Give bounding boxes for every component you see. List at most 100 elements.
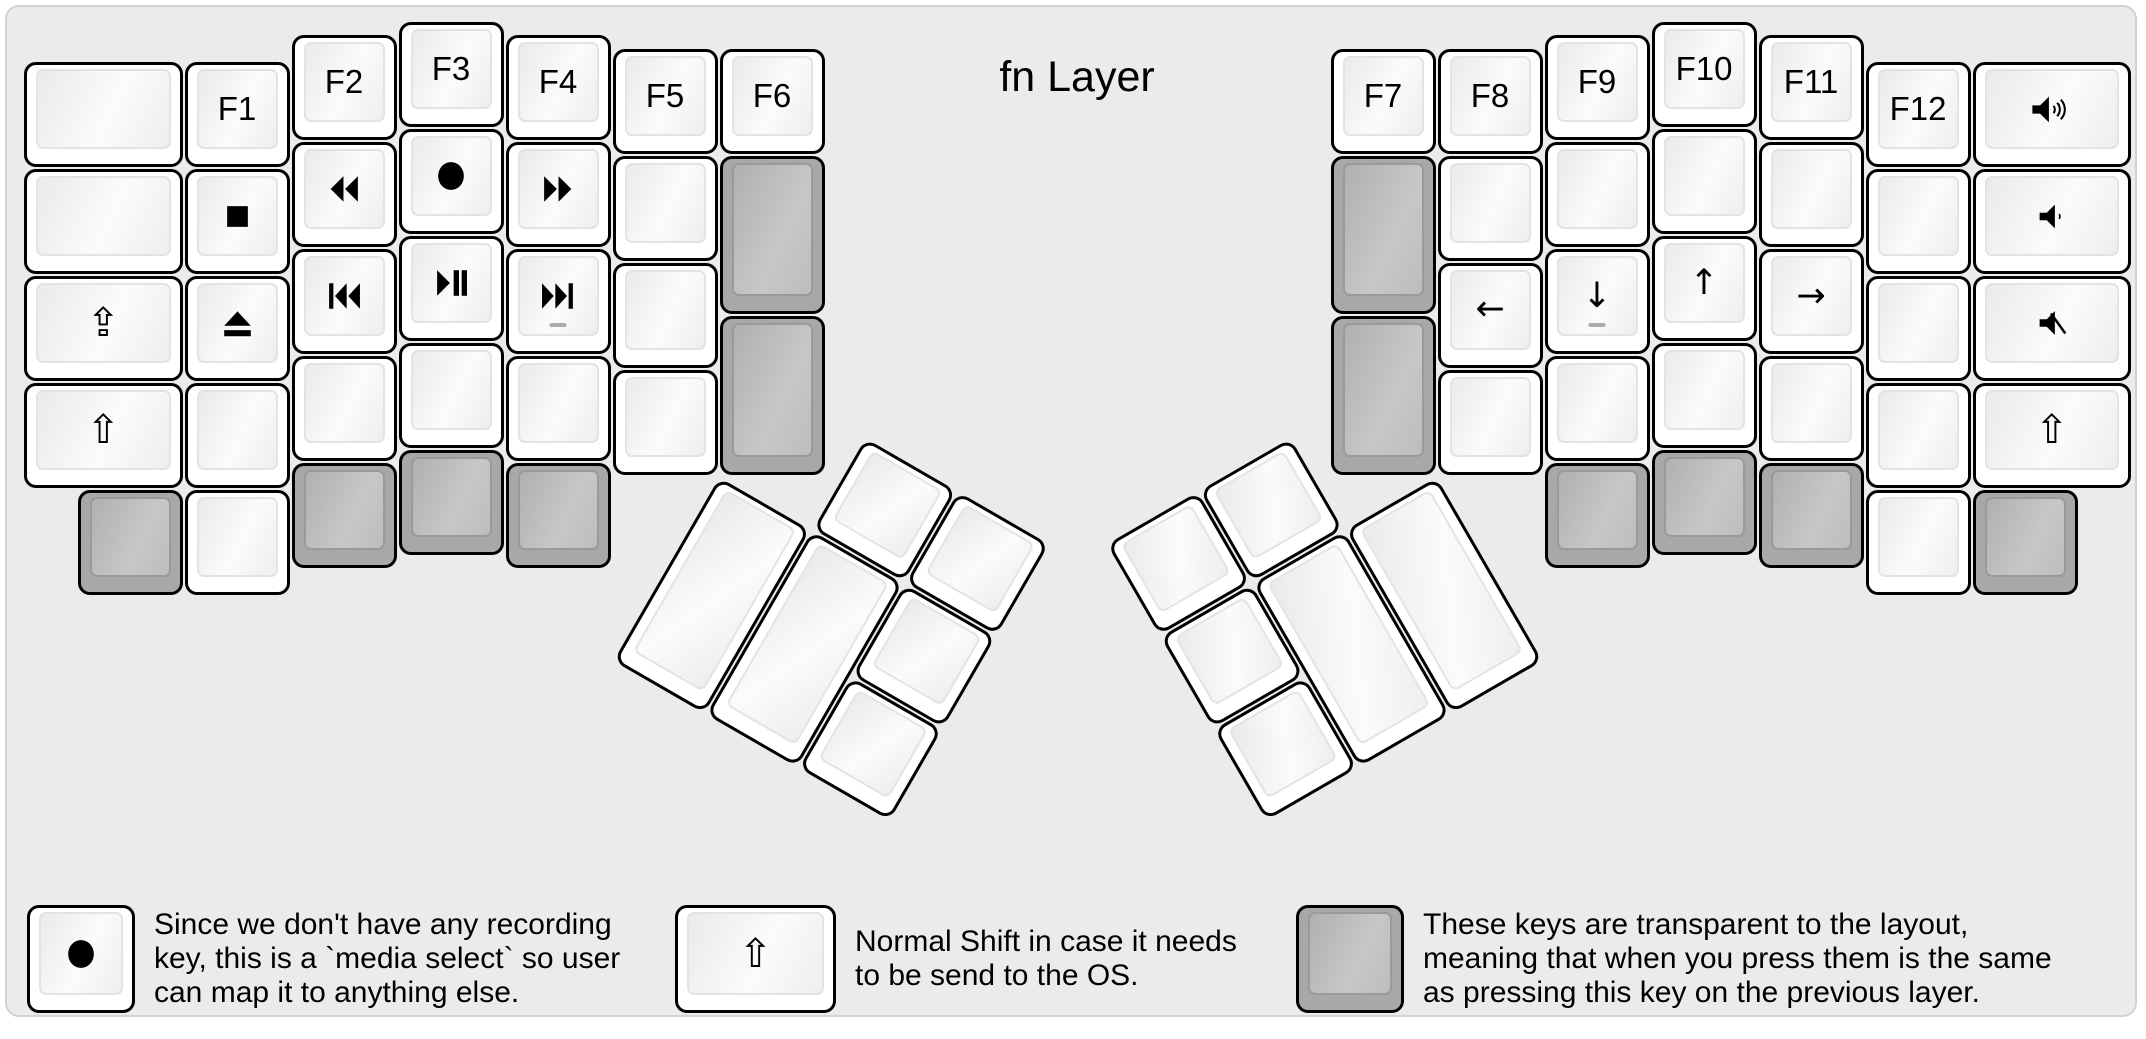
key-prev-track[interactable] xyxy=(291,249,397,355)
key-f3[interactable]: F3 xyxy=(398,22,504,127)
key-transparent[interactable] xyxy=(1330,155,1436,315)
keycap-face xyxy=(1877,390,1959,471)
key-f1[interactable]: F1 xyxy=(184,62,290,168)
key-eject[interactable] xyxy=(184,276,290,382)
key-shift-right[interactable]: ⇧ xyxy=(1972,383,2131,489)
legend-key-slot xyxy=(27,905,135,1013)
keycap-face xyxy=(1770,470,1852,551)
keycap-face xyxy=(1342,162,1424,297)
keycap-face xyxy=(1556,149,1638,230)
key-transparent[interactable] xyxy=(1651,450,1757,555)
keycap-face xyxy=(410,457,492,537)
key-blank[interactable] xyxy=(1651,343,1757,448)
key-blank[interactable] xyxy=(24,62,183,168)
legend-key-slot xyxy=(1296,905,1404,1013)
key-fast-forward[interactable] xyxy=(505,142,611,248)
key-blank[interactable] xyxy=(1865,276,1971,382)
key-blank[interactable] xyxy=(291,356,397,462)
key-arrow-left[interactable]: ← xyxy=(1437,262,1543,368)
key-blank[interactable] xyxy=(612,155,718,261)
key-f7[interactable]: F7 xyxy=(1330,48,1436,154)
keycap-face xyxy=(303,149,385,230)
key-f8[interactable]: F8 xyxy=(1437,48,1543,154)
key-transparent[interactable] xyxy=(1330,316,1436,475)
keyboard-layout-board: fn Layer Since we don't have any recordi… xyxy=(5,5,2137,1017)
key-blank[interactable] xyxy=(1865,169,1971,275)
keycap-face xyxy=(196,176,278,257)
keycap-face xyxy=(517,149,599,230)
key-label: F1 xyxy=(217,90,257,128)
key-transparent[interactable] xyxy=(505,463,611,569)
keycap-face xyxy=(1663,136,1745,216)
key-blank[interactable] xyxy=(184,490,290,596)
key-f5[interactable]: F5 xyxy=(612,48,718,154)
key-f11[interactable]: F11 xyxy=(1758,35,1864,141)
key-blank[interactable] xyxy=(1758,142,1864,248)
key-transparent[interactable] xyxy=(398,450,504,555)
keycap-face xyxy=(1984,176,2119,257)
key-transparent[interactable] xyxy=(1758,463,1864,569)
key-symbol: ⇧ xyxy=(2034,407,2069,454)
key-blank[interactable] xyxy=(1437,369,1543,475)
homing-bar-indicator xyxy=(1588,323,1606,328)
key-caps-lock[interactable]: ⇪ xyxy=(24,276,183,382)
key-blank[interactable] xyxy=(1437,155,1543,261)
key-volume-down[interactable] xyxy=(1972,169,2131,275)
key-f10[interactable]: F10 xyxy=(1651,22,1757,127)
key-transparent[interactable] xyxy=(1544,463,1650,569)
key-symbol: ↓ xyxy=(1582,275,1612,316)
key-arrow-up[interactable]: ↑ xyxy=(1651,236,1757,341)
key-next-track[interactable] xyxy=(505,249,611,355)
key-transparent[interactable] xyxy=(77,490,183,596)
key-blank[interactable] xyxy=(612,262,718,368)
key-transparent[interactable] xyxy=(719,155,825,315)
key-blank[interactable] xyxy=(184,383,290,489)
keycap-face xyxy=(731,162,813,297)
keycap-face xyxy=(36,69,171,150)
key-blank[interactable] xyxy=(505,356,611,462)
key-blank[interactable] xyxy=(1544,142,1650,248)
key-f9[interactable]: F9 xyxy=(1544,35,1650,141)
keycap-face xyxy=(831,450,943,560)
fast-forward-icon xyxy=(542,175,574,203)
key-blank[interactable] xyxy=(1758,356,1864,462)
key-volume-up[interactable] xyxy=(1972,62,2131,168)
key-blank[interactable] xyxy=(24,169,183,275)
key-f2[interactable]: F2 xyxy=(291,35,397,141)
key-media-select[interactable] xyxy=(398,129,504,234)
key-play-pause[interactable] xyxy=(398,236,504,341)
keycap-face xyxy=(1877,497,1959,578)
key-rewind[interactable] xyxy=(291,142,397,248)
key-label: F10 xyxy=(1675,50,1733,87)
record-icon xyxy=(66,939,96,969)
keycap-face xyxy=(1663,350,1745,430)
key-blank[interactable] xyxy=(398,343,504,448)
keycap-face xyxy=(410,350,492,430)
next-track-icon xyxy=(541,282,575,310)
key-mute[interactable] xyxy=(1972,276,2131,382)
key-arrow-down[interactable]: ↓ xyxy=(1544,249,1650,355)
legend-item-normal-shift: ⇧ Normal Shift in case it needs to be se… xyxy=(675,879,1237,1039)
keycap-face xyxy=(1984,497,2066,578)
key-f6[interactable]: F6 xyxy=(719,48,825,154)
key-blank[interactable] xyxy=(1651,129,1757,234)
key-label: F3 xyxy=(431,50,471,87)
key-blank[interactable] xyxy=(1865,490,1971,596)
key-transparent[interactable] xyxy=(291,463,397,569)
keycap-face xyxy=(196,497,278,578)
key-blank[interactable] xyxy=(1865,383,1971,489)
keycap-face xyxy=(1984,283,2119,364)
key-shift-left[interactable]: ⇧ xyxy=(24,383,183,489)
key-transparent[interactable] xyxy=(1972,490,2078,596)
key-blank[interactable] xyxy=(1544,356,1650,462)
key-arrow-right[interactable]: → xyxy=(1758,249,1864,355)
key-blank[interactable] xyxy=(612,369,718,475)
key-label: F4 xyxy=(538,63,578,101)
key-transparent[interactable] xyxy=(719,316,825,475)
key-label: F12 xyxy=(1889,90,1947,128)
key-f4[interactable]: F4 xyxy=(505,35,611,141)
key-f12[interactable]: F12 xyxy=(1865,62,1971,168)
keycap-face: F1 xyxy=(196,69,278,150)
key-stop[interactable] xyxy=(184,169,290,275)
legend-text-media-select: Since we don't have any recording key, t… xyxy=(154,908,621,1009)
